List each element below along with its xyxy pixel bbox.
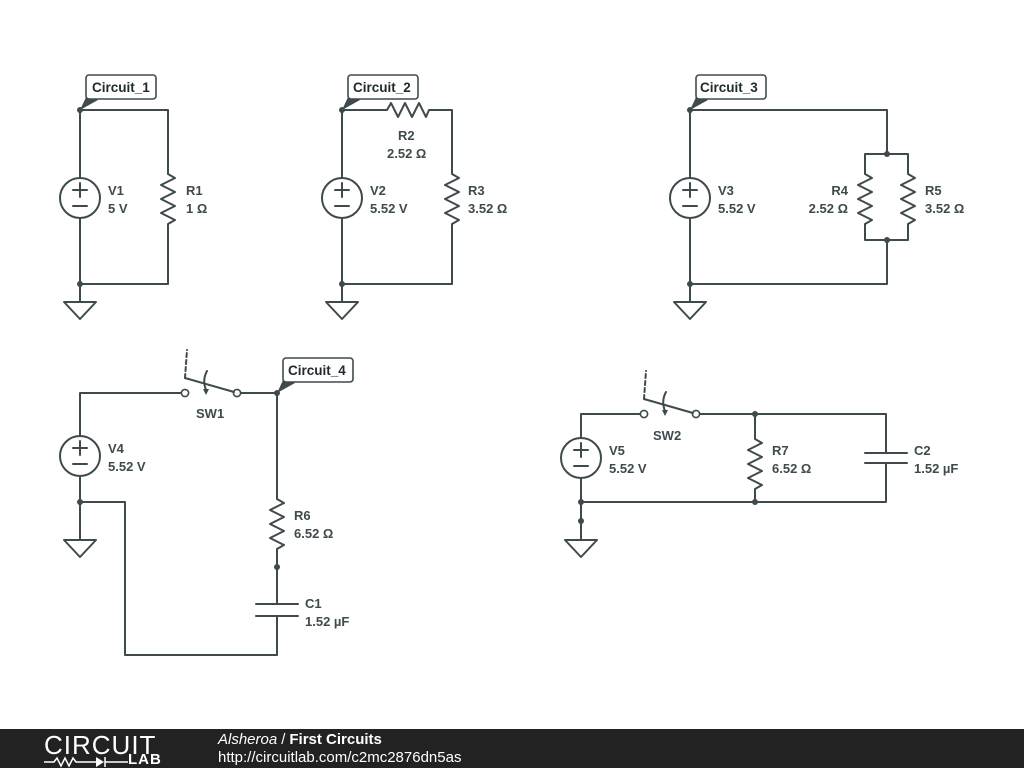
ground-symbol: [325, 301, 359, 320]
circuit-2-wires: [341, 109, 453, 285]
junction-dot: [752, 499, 758, 505]
net-label-text: Circuit_1: [92, 80, 150, 95]
schematic-canvas: V1 5 V R1 1 Ω Circuit_1 V2 5.52 V R2 2.5…: [59, 74, 964, 656]
v4-name: V4: [108, 441, 125, 456]
r7-value: 6.52 Ω: [772, 461, 811, 476]
r3-name: R3: [468, 183, 485, 198]
v1-name: V1: [108, 183, 124, 198]
circuit-1: V1 5 V R1 1 Ω Circuit_1: [59, 74, 207, 320]
junction-dot: [687, 281, 693, 287]
r1-name: R1: [186, 183, 203, 198]
circuit-4-wires: [79, 392, 278, 656]
net-label-circuit-1[interactable]: Circuit_1: [80, 74, 157, 110]
sw2-name: SW2: [653, 428, 681, 443]
r2-value: 2.52 Ω: [387, 146, 426, 161]
net-label-text: Circuit_3: [700, 80, 758, 95]
sw1-name: SW1: [196, 406, 224, 421]
junction-dot: [884, 237, 890, 243]
voltage-source-v4[interactable]: [59, 435, 101, 477]
schematic-name[interactable]: First Circuits: [289, 731, 382, 748]
v3-value: 5.52 V: [718, 201, 756, 216]
v1-value: 5 V: [108, 201, 128, 216]
v5-value: 5.52 V: [609, 461, 647, 476]
junction-dot: [339, 281, 345, 287]
r1-value: 1 Ω: [186, 201, 207, 216]
circuit-4: V4 5.52 V SW1 R6 6.52 Ω C1 1.52 µF Circu…: [59, 349, 354, 656]
c1-name: C1: [305, 596, 322, 611]
capacitor-c2[interactable]: [864, 452, 908, 464]
junction-dot: [578, 518, 584, 524]
v3-name: V3: [718, 183, 734, 198]
r6-value: 6.52 Ω: [294, 526, 333, 541]
circuit-1-wires: [79, 109, 169, 285]
c2-name: C2: [914, 443, 931, 458]
ground-symbol: [673, 301, 707, 320]
junction-dot: [884, 151, 890, 157]
net-label-text: Circuit_4: [288, 363, 346, 378]
r5-name: R5: [925, 183, 942, 198]
net-label-circuit-4[interactable]: Circuit_4: [277, 357, 354, 393]
resistor-r2[interactable]: [382, 102, 432, 118]
c1-value: 1.52 µF: [305, 614, 349, 629]
ground-symbol: [63, 539, 97, 558]
c2-value: 1.52 µF: [914, 461, 958, 476]
circuit-5: V5 5.52 V SW2 R7 6.52 Ω C2 1.52 µF: [560, 370, 958, 558]
r2-name: R2: [398, 128, 415, 143]
junction-dot: [274, 564, 280, 570]
switch-sw1[interactable]: [180, 349, 242, 398]
capacitor-c1[interactable]: [255, 603, 299, 617]
schematic-url[interactable]: http://circuitlab.com/c2mc2876dn5as: [218, 749, 462, 766]
resistor-r7[interactable]: [747, 436, 763, 494]
resistor-r4[interactable]: [857, 171, 873, 229]
circuitlab-logo-icon: [44, 756, 128, 768]
circuitlab-logo-lab: LAB: [128, 751, 162, 768]
r4-name: R4: [831, 183, 848, 198]
junction-dot: [77, 281, 83, 287]
r5-value: 3.52 Ω: [925, 201, 964, 216]
circuit-3: V3 5.52 V R4 2.52 Ω R5 3.52 Ω Circuit_3: [669, 74, 964, 320]
title-separator: /: [281, 731, 286, 748]
r4-value: 2.52 Ω: [809, 201, 848, 216]
net-label-circuit-2[interactable]: Circuit_2: [342, 74, 419, 110]
ground-symbol: [564, 539, 598, 558]
ground-symbol: [63, 301, 97, 320]
junction-dot: [752, 411, 758, 417]
junction-dot: [578, 499, 584, 505]
resistor-r3[interactable]: [444, 171, 460, 229]
resistor-r5[interactable]: [900, 171, 916, 229]
voltage-source-v5[interactable]: [560, 437, 602, 479]
v2-value: 5.52 V: [370, 201, 408, 216]
voltage-source-v3[interactable]: [669, 177, 711, 219]
footer-bar: CIRCUIT LAB Alsheroa/First Circuits http…: [0, 729, 1024, 768]
r3-value: 3.52 Ω: [468, 201, 507, 216]
net-label-text: Circuit_2: [353, 80, 411, 95]
voltage-source-v1[interactable]: [59, 177, 101, 219]
switch-sw2[interactable]: [639, 370, 701, 419]
circuit-5-wires: [580, 413, 887, 503]
schematic-title: Alsheroa/First Circuits: [218, 731, 382, 749]
junction-dot: [77, 499, 83, 505]
author-link[interactable]: Alsheroa: [218, 731, 278, 748]
net-label-circuit-3[interactable]: Circuit_3: [690, 74, 767, 110]
r6-name: R6: [294, 508, 311, 523]
v5-name: V5: [609, 443, 625, 458]
circuitlab-logo-text: CIRCUIT: [44, 730, 157, 760]
circuit-2: V2 5.52 V R2 2.52 Ω R3 3.52 Ω Circuit_2: [321, 74, 507, 320]
resistor-r6[interactable]: [269, 496, 285, 554]
r7-name: R7: [772, 443, 789, 458]
v4-value: 5.52 V: [108, 459, 146, 474]
v2-name: V2: [370, 183, 386, 198]
voltage-source-v2[interactable]: [321, 177, 363, 219]
resistor-r1[interactable]: [160, 171, 176, 229]
